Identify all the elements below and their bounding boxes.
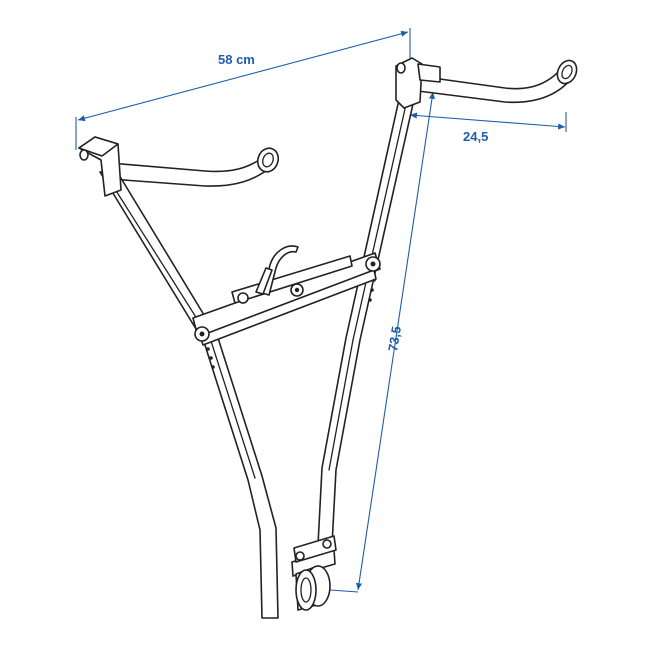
right-bike-arm [417, 59, 578, 104]
dimension-arm: 24,5 [409, 112, 567, 144]
arm-label: 24,5 [463, 129, 488, 144]
height-label: 73,5 [385, 325, 404, 352]
dimension-width: 58 cm [75, 28, 411, 150]
right-tube [317, 57, 441, 546]
left-bike-arm [109, 147, 280, 187]
left-tube [78, 136, 279, 619]
hitch-clamp [291, 535, 337, 611]
dimension-height: 73,5 [329, 91, 436, 593]
latch-lever [255, 245, 299, 296]
width-label: 58 cm [218, 52, 255, 67]
